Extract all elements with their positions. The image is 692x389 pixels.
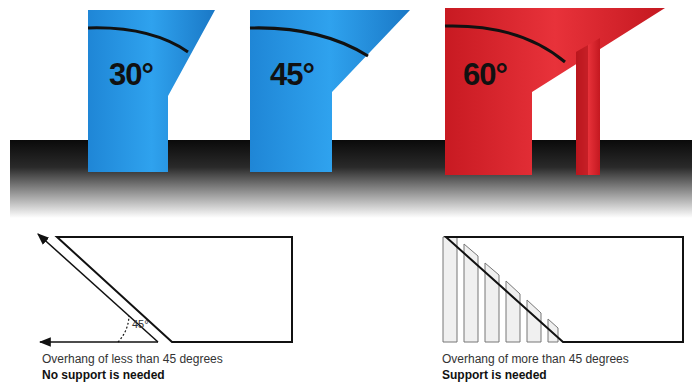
angle-arc — [118, 316, 129, 342]
angle-label: 60° — [463, 57, 507, 93]
note-text: Overhang of less than 45 degrees — [42, 352, 223, 366]
overhang-part — [88, 10, 215, 172]
angle-label: 30° — [109, 57, 153, 93]
angle-arc — [88, 28, 188, 52]
support-bars — [443, 237, 558, 342]
overhang-part — [445, 8, 665, 175]
part-outline — [57, 237, 292, 342]
overhang-part — [250, 10, 410, 172]
base-arrow — [40, 341, 158, 343]
note-heading: Support is needed — [442, 368, 547, 382]
angle-arc — [445, 26, 565, 62]
angle-label: 45° — [270, 57, 314, 93]
edge-arrow — [38, 234, 158, 342]
part-outline — [446, 237, 683, 342]
angle-arc — [250, 28, 368, 56]
support-pillar — [576, 38, 600, 175]
note-text: Overhang of more than 45 degrees — [442, 352, 629, 366]
note-heading: No support is needed — [42, 368, 165, 382]
support-pillar-shade — [576, 45, 588, 175]
angle-label: 45° — [132, 318, 149, 330]
